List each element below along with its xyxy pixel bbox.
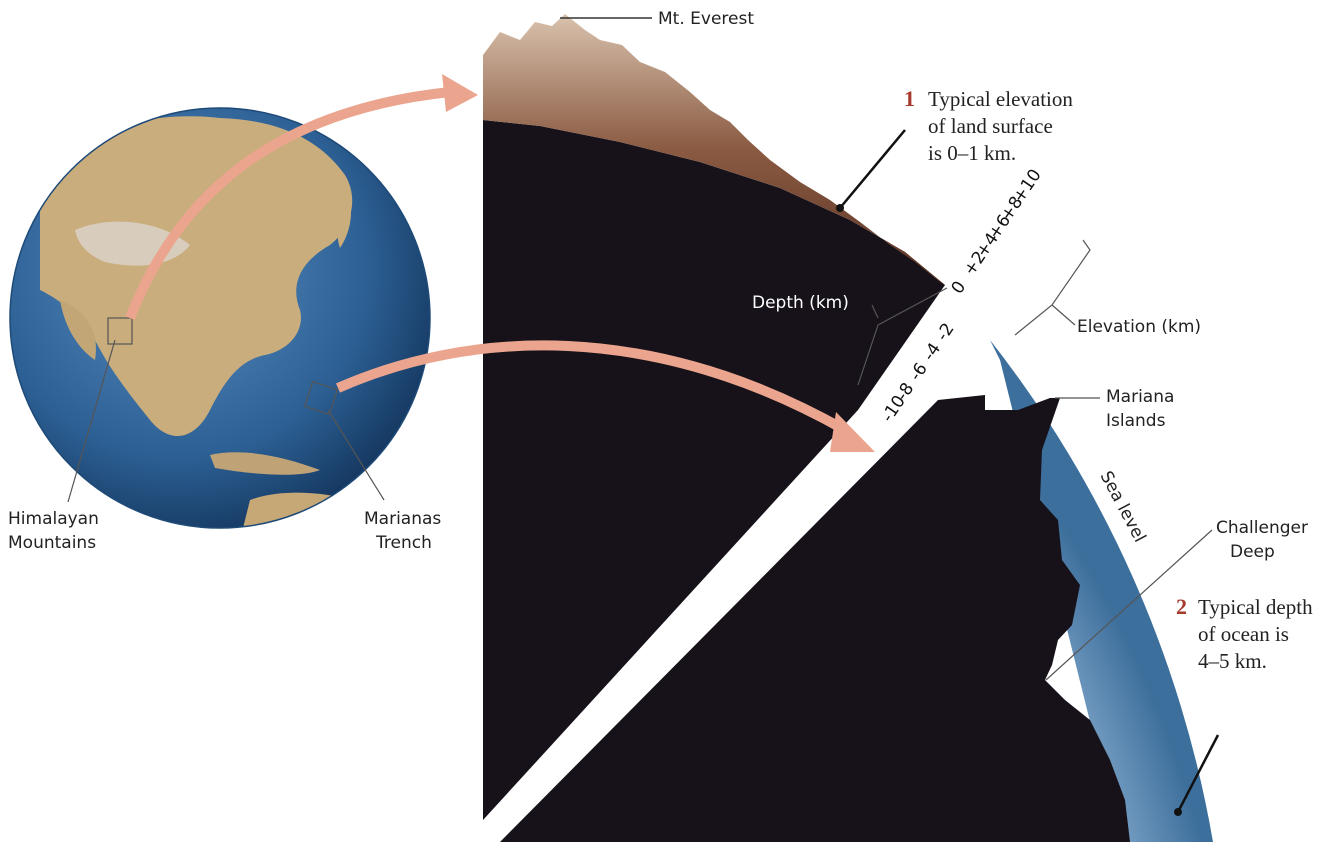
trench-arrow — [335, 340, 848, 435]
japan — [337, 190, 352, 248]
depth-tick: -4 — [919, 339, 945, 364]
ocean-water — [990, 340, 1213, 842]
depth-label-leader — [871, 304, 879, 319]
trench-leader — [327, 409, 385, 501]
india — [60, 300, 96, 360]
note-1-line: is 0–1 km. — [928, 141, 1016, 165]
ocean-floor-wedge — [500, 395, 1130, 842]
mariana-islands-label: Mariana — [1106, 387, 1174, 407]
elevation-label-leader — [1051, 304, 1076, 326]
note1-leader — [839, 129, 906, 209]
note1-dot — [836, 204, 844, 212]
note-1-line: Typical elevation — [928, 87, 1073, 111]
depth-tick: -6 — [906, 359, 932, 384]
australia-edge — [240, 492, 380, 528]
depth-bracket — [857, 287, 948, 386]
land-wedge — [483, 120, 945, 820]
note2-dot — [1174, 808, 1182, 816]
note-2-number: 2 — [1176, 594, 1187, 619]
asia-landmass — [40, 116, 353, 437]
note-2-line: Typical depth — [1198, 595, 1313, 619]
note-1-line: of land surface — [928, 114, 1053, 138]
marianas-trench-label: Marianas — [364, 509, 441, 529]
depth-label: Depth (km) — [752, 293, 849, 313]
challenger-leader — [1045, 529, 1213, 681]
leader-lines — [560, 17, 1220, 816]
everest-label: Mt. Everest — [658, 9, 754, 29]
everest-arrowhead — [442, 74, 478, 112]
indonesia — [210, 452, 320, 475]
himalaya-marker — [107, 317, 133, 345]
himalaya-relief — [483, 14, 945, 285]
everest-arrow — [125, 87, 451, 320]
trench-marker — [303, 380, 339, 416]
himalayan-mountains-label: Himalayan — [8, 509, 99, 529]
note2-leader — [1176, 734, 1220, 813]
note-1-number: 1 — [904, 86, 915, 111]
elevation-tick: 0 — [948, 278, 971, 298]
mariana-islands-label: Islands — [1106, 411, 1166, 431]
challenger-deep-label: Challenger — [1216, 518, 1308, 538]
note-2-line: 4–5 km. — [1198, 649, 1267, 673]
cross-section — [483, 14, 1213, 842]
zoom-arrows — [125, 74, 875, 452]
elevation-scale: 0 +2 +4 +6 +8 +10 — [948, 166, 1046, 298]
depth-tick: -2 — [933, 320, 959, 345]
himalaya-leader — [67, 339, 116, 503]
note-1: 1 Typical elevation of land surface is 0… — [904, 86, 1073, 165]
elevation-bracket — [1014, 239, 1091, 336]
elevation-label: Elevation (km) — [1077, 317, 1201, 337]
challenger-deep-label: Deep — [1230, 542, 1275, 562]
himalayan-mountains-label: Mountains — [8, 533, 96, 553]
trench-arrowhead — [830, 412, 875, 452]
marianas-trench-label: Trench — [375, 533, 432, 553]
note-2: 2 Typical depth of ocean is 4–5 km. — [1176, 594, 1313, 673]
note-2-line: of ocean is — [1198, 622, 1289, 646]
globe — [9, 107, 431, 529]
